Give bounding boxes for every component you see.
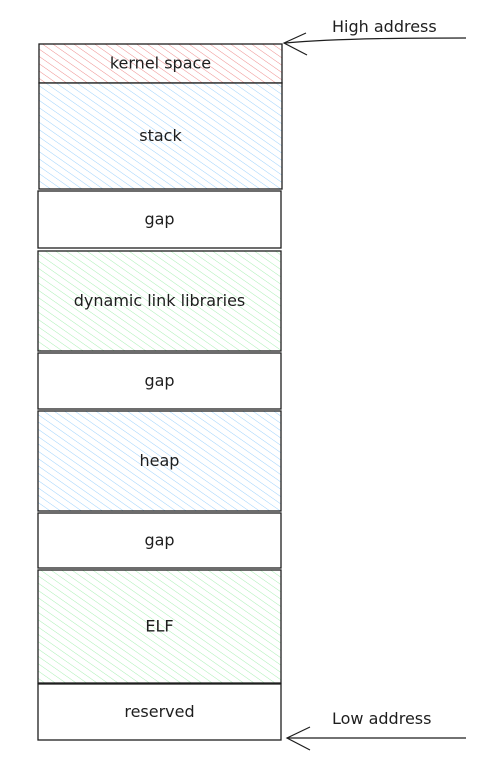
- segment-gap3: gap: [37, 512, 282, 569]
- low-address-label: Low address: [332, 709, 431, 728]
- segment-gap2-label: gap: [144, 371, 174, 390]
- segment-gap2: gap: [37, 352, 282, 410]
- segment-stack-border: [38, 82, 283, 190]
- high-address-arrow: [284, 37, 467, 44]
- segment-gap2-background: [38, 353, 281, 409]
- segment-dll: dynamic link libraries: [37, 250, 282, 352]
- high-address-arrowhead: [282, 32, 308, 56]
- segment-kernel-hatch: [39, 44, 282, 83]
- segment-gap1-background: [38, 191, 281, 248]
- segment-reserved-border: [37, 683, 282, 741]
- segment-gap3-background: [38, 513, 281, 568]
- segment-heap-label: heap: [140, 451, 180, 470]
- segment-gap1: gap: [37, 190, 282, 249]
- segment-reserved-background: [38, 684, 281, 740]
- segment-heap-hatch: [38, 411, 281, 511]
- segment-reserved-label: reserved: [124, 702, 194, 721]
- segment-stack-hatch: [39, 83, 282, 189]
- segment-kernel-label: kernel space: [110, 54, 211, 73]
- segment-elf: ELF: [37, 569, 282, 684]
- segment-kernel: kernel space: [38, 43, 283, 84]
- segment-elf-label: ELF: [145, 617, 173, 636]
- segment-dll-border: [37, 250, 282, 352]
- segment-dll-hatch: [38, 251, 281, 351]
- segment-gap1-label: gap: [144, 210, 174, 229]
- segment-stack-label: stack: [139, 126, 182, 145]
- low-address-annotation: Low address: [285, 709, 466, 751]
- segment-heap-border: [37, 410, 282, 512]
- segment-dll-label: dynamic link libraries: [74, 291, 246, 310]
- segment-reserved: reserved: [37, 683, 282, 741]
- segment-gap3-border: [37, 512, 282, 569]
- low-address-arrowhead: [285, 726, 311, 751]
- segment-gap1-border: [37, 190, 282, 249]
- segment-gap2-border: [37, 352, 282, 410]
- segment-stack: stack: [38, 82, 283, 190]
- segment-gap3-label: gap: [144, 531, 174, 550]
- high-address-label: High address: [332, 17, 437, 36]
- segment-heap: heap: [37, 410, 282, 512]
- segment-elf-hatch: [38, 570, 281, 683]
- high-address-annotation: High address: [282, 17, 467, 56]
- segment-elf-border: [37, 569, 282, 684]
- segments-layer: kernel space stack gap dynamic link librari…: [37, 43, 283, 741]
